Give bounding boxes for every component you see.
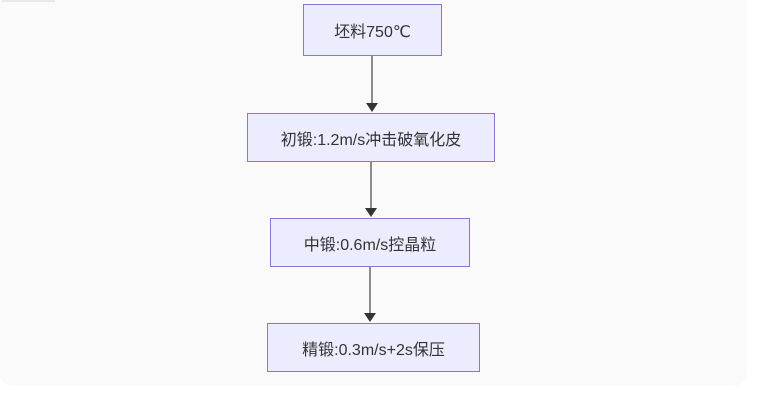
flow-arrow-3 (363, 266, 377, 322)
flow-node-label: 精锻:0.3m/s+2s保压 (302, 341, 445, 359)
arrow-line (370, 161, 372, 208)
flow-node-finish-forge: 精锻:0.3m/s+2s保压 (267, 323, 480, 372)
flow-node-billet: 坯料750℃ (303, 4, 442, 56)
flow-node-label: 初锻:1.2m/s冲击破氧化皮 (280, 131, 462, 149)
arrow-line (369, 266, 371, 313)
flowchart-canvas: 坯料750℃ 初锻:1.2m/s冲击破氧化皮 中锻:0.6m/s控晶粒 精锻:0… (2, 0, 495, 372)
arrowhead-down-icon (364, 313, 376, 322)
flow-node-label: 中锻:0.6m/s控晶粒 (303, 236, 437, 254)
top-edge-artifact (2, 0, 55, 2)
flow-arrow-2 (364, 161, 378, 217)
arrow-line (371, 56, 373, 103)
flow-node-label: 坯料750℃ (334, 24, 411, 41)
arrowhead-down-icon (366, 103, 378, 112)
flow-node-initial-forge: 初锻:1.2m/s冲击破氧化皮 (247, 113, 495, 162)
flow-node-middle-forge: 中锻:0.6m/s控晶粒 (270, 218, 470, 267)
flow-arrow-1 (365, 56, 379, 112)
arrowhead-down-icon (365, 208, 377, 217)
